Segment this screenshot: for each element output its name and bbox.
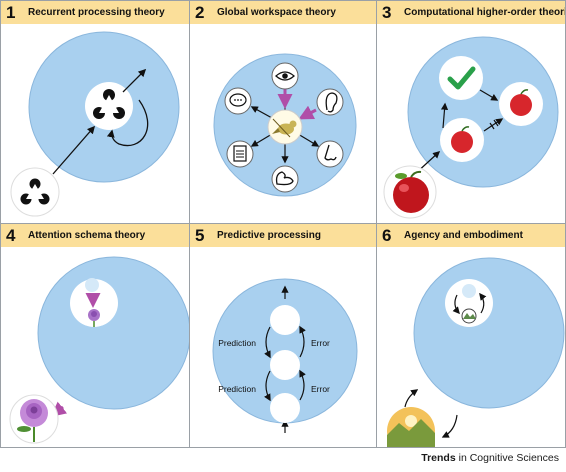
prediction-label: Prediction bbox=[218, 338, 256, 348]
panel-number: 6 bbox=[382, 226, 392, 245]
apple-photo-icon bbox=[393, 170, 429, 213]
rose-small-icon bbox=[88, 309, 100, 327]
prediction-level-bottom bbox=[270, 393, 300, 423]
panel-header: 2 Global workspace theory bbox=[190, 1, 376, 24]
panel-title: Global workspace theory bbox=[217, 7, 336, 18]
action-arrow bbox=[404, 389, 419, 408]
panel-higher-order: 3 Computational higher-order theories bbox=[376, 0, 566, 224]
confidence-arrow bbox=[479, 89, 499, 101]
journal-brand: Trends bbox=[421, 452, 456, 464]
panel-header: 3 Computational higher-order theories bbox=[377, 1, 565, 24]
panel-global-workspace: 2 Global workspace theory bbox=[189, 0, 377, 224]
panel-header: 4 Attention schema theory bbox=[1, 224, 189, 247]
nose-icon bbox=[324, 144, 337, 161]
panel-title: Attention schema theory bbox=[28, 230, 146, 241]
metacognitive-arrow bbox=[440, 102, 449, 129]
brain-workspace-circle bbox=[37, 256, 189, 410]
perception-feedback-arrow bbox=[441, 414, 458, 438]
landscape-photo-icon bbox=[387, 407, 435, 447]
recurrent-loop-arrow bbox=[106, 99, 149, 147]
error-arrow-bottom bbox=[299, 369, 306, 401]
clipboard-icon bbox=[233, 145, 247, 162]
panel-recurrent-processing: 1 Recurrent processing theory bbox=[0, 0, 190, 224]
prediction-arrow-bottom bbox=[264, 370, 271, 402]
error-arrow-top bbox=[299, 325, 306, 358]
prediction-level-top bbox=[270, 305, 300, 335]
apple-icon bbox=[451, 126, 473, 153]
rose-photo-icon bbox=[9, 394, 59, 444]
agency-embodiment-diagram bbox=[387, 257, 565, 447]
eye-icon bbox=[275, 71, 295, 81]
recurrent-processing-diagram bbox=[10, 31, 180, 217]
kanizsa-stimulus-icon bbox=[20, 178, 50, 205]
self-loop-arrow-left bbox=[452, 294, 460, 315]
panel-number: 5 bbox=[195, 226, 205, 245]
flexed-arm-icon bbox=[275, 171, 294, 186]
prediction-level-middle bbox=[270, 350, 300, 380]
panel-title: Predictive processing bbox=[217, 230, 321, 241]
higher-order-diagram bbox=[383, 36, 559, 219]
panel-number: 1 bbox=[6, 3, 16, 22]
metacognition-circle bbox=[439, 56, 483, 100]
panel-title: Recurrent processing theory bbox=[28, 7, 165, 18]
global-workspace-diagram bbox=[213, 53, 357, 197]
self-loop-arrow-right bbox=[479, 292, 487, 314]
panel-number: 4 bbox=[6, 226, 16, 245]
panel-attention-schema: 4 Attention schema theory bbox=[0, 223, 190, 448]
ear-icon bbox=[325, 92, 338, 113]
feedforward-arrow bbox=[52, 125, 96, 175]
nose-module-circle bbox=[316, 140, 344, 168]
self-world-model-circle bbox=[445, 279, 493, 327]
bird-icon bbox=[272, 118, 297, 138]
attention-schema-blob bbox=[85, 278, 99, 292]
checkmark-icon bbox=[447, 66, 476, 90]
prediction-arrow-top bbox=[264, 326, 271, 359]
panel-header: 1 Recurrent processing theory bbox=[1, 1, 189, 24]
ear-input-arrow bbox=[298, 105, 317, 120]
figure-grid: 1 Recurrent processing theory bbox=[0, 0, 566, 448]
output-arrow bbox=[122, 68, 147, 93]
attention-schema-diagram bbox=[9, 256, 189, 444]
kanizsa-triangle-icon bbox=[93, 89, 125, 119]
representation-arrow bbox=[483, 118, 504, 132]
panel-agency-embodiment: 6 Agency and embodiment bbox=[376, 223, 566, 448]
panel-number: 2 bbox=[195, 3, 205, 22]
panel-header: 5 Predictive processing bbox=[190, 224, 376, 247]
panel-title: Agency and embodiment bbox=[404, 230, 523, 241]
apple-icon bbox=[510, 89, 532, 116]
journal-name: in Cognitive Sciences bbox=[455, 452, 559, 464]
panel-title: Computational higher-order theories bbox=[404, 7, 566, 18]
arm-module-circle bbox=[271, 165, 299, 193]
panel-predictive-processing: 5 Predictive processing Prediction Predi… bbox=[189, 223, 377, 448]
error-label: Error bbox=[311, 384, 330, 394]
landscape-small-icon bbox=[461, 308, 477, 324]
brain-workspace-circle bbox=[413, 257, 565, 409]
error-label: Error bbox=[311, 338, 330, 348]
panel-number: 3 bbox=[382, 3, 392, 22]
journal-credit: Trends in Cognitive Sciences bbox=[421, 452, 559, 464]
speech-bubble-icon bbox=[229, 93, 247, 107]
self-model-blob bbox=[462, 284, 476, 298]
language-module-circle bbox=[224, 87, 252, 115]
predictive-processing-diagram: Prediction Prediction Error Error bbox=[212, 278, 358, 433]
prediction-label: Prediction bbox=[218, 384, 256, 394]
panel-header: 6 Agency and embodiment bbox=[377, 224, 565, 247]
